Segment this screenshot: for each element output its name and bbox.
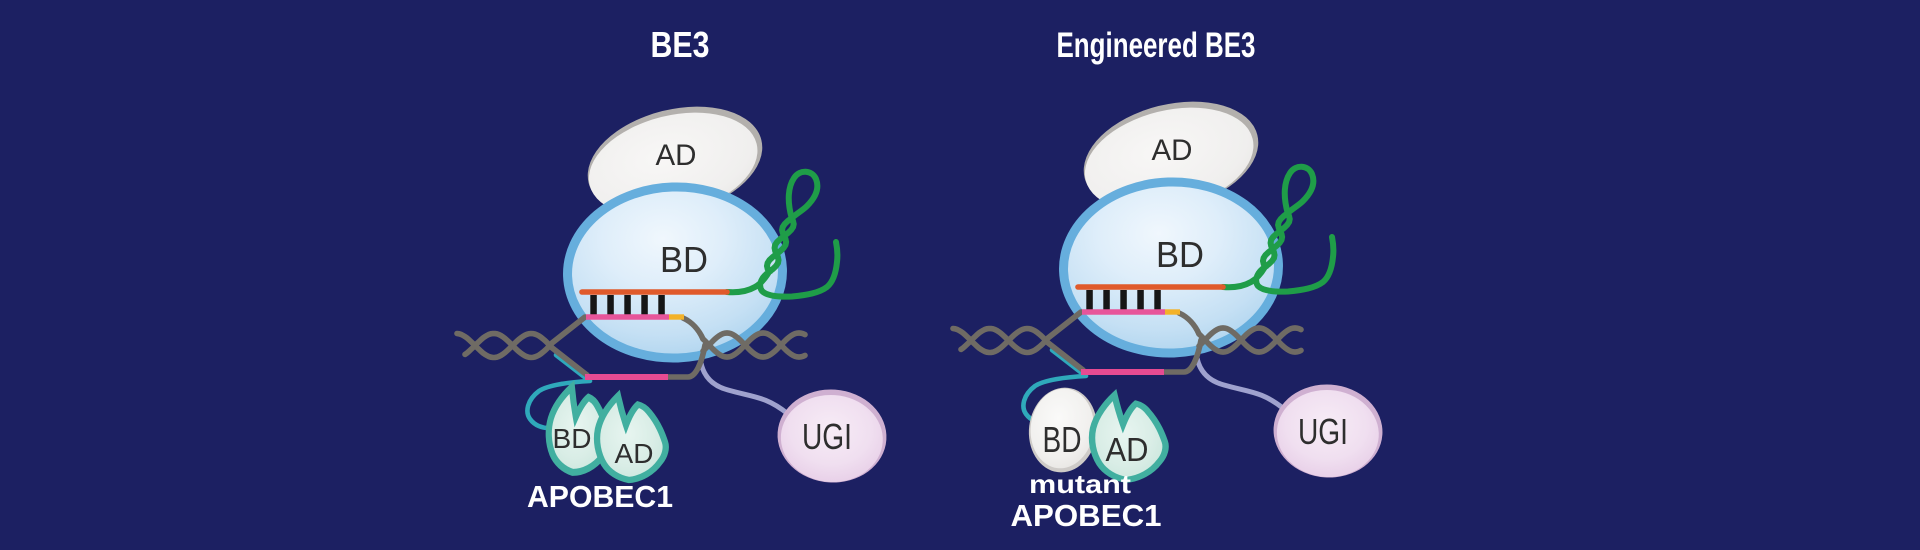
svg-text:AD: AD (615, 438, 654, 469)
svg-text:BD: BD (1043, 419, 1082, 460)
svg-text:APOBEC1: APOBEC1 (1011, 498, 1162, 533)
svg-text:BD: BD (553, 423, 592, 454)
svg-text:BE3: BE3 (651, 24, 710, 65)
svg-text:AD: AD (1106, 431, 1149, 468)
svg-text:Engineered BE3: Engineered BE3 (1057, 26, 1256, 65)
svg-text:APOBEC1: APOBEC1 (527, 479, 673, 514)
svg-text:mutant: mutant (1029, 469, 1131, 499)
